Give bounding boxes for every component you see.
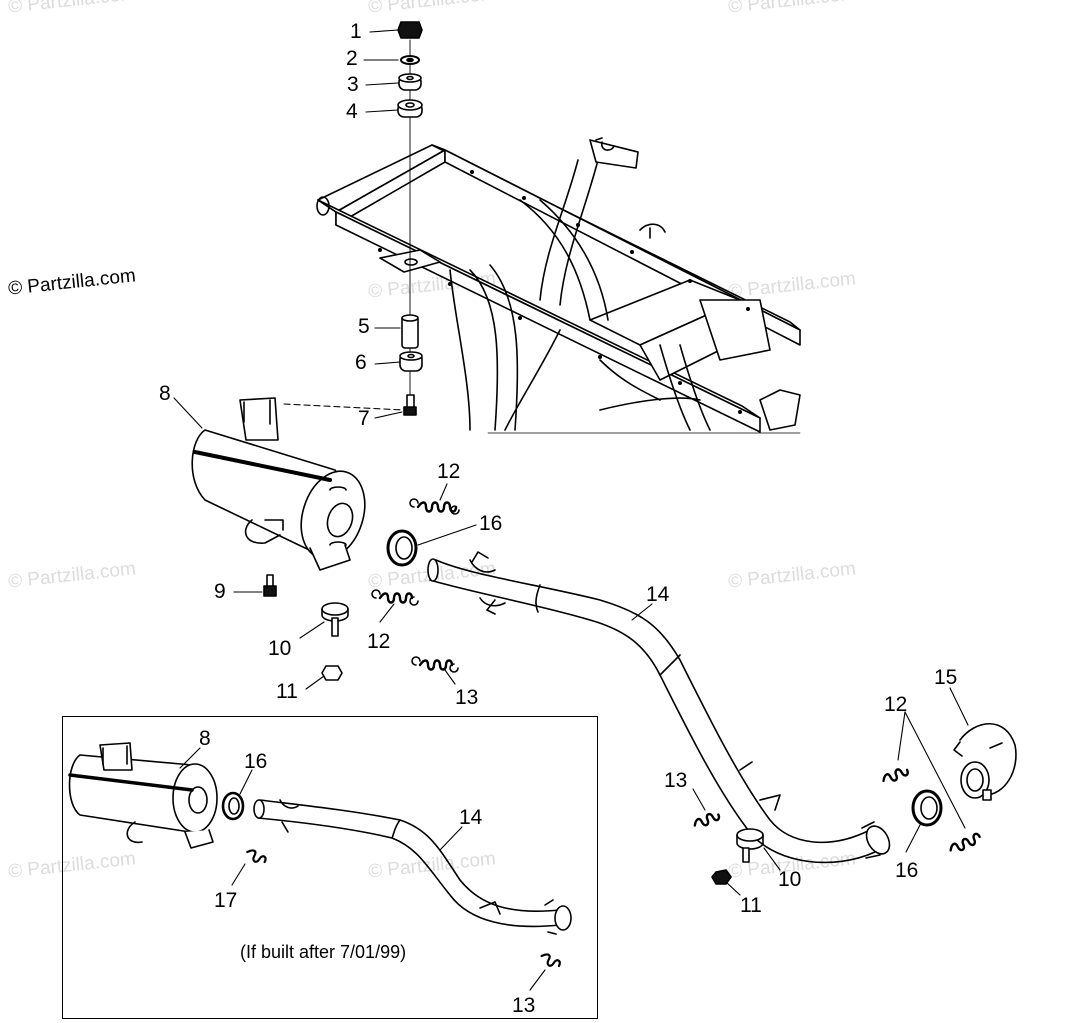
bolt-9-drawing bbox=[263, 574, 277, 597]
callout-11: 11 bbox=[276, 680, 298, 703]
callout-6: 6 bbox=[355, 351, 367, 374]
inset-callout-14: 14 bbox=[459, 806, 483, 829]
spring-12-a-drawing bbox=[409, 498, 460, 515]
callout-1: 1 bbox=[350, 20, 362, 43]
inset-box bbox=[62, 716, 598, 1019]
muffler-drawing bbox=[191, 397, 366, 571]
callout-4: 4 bbox=[346, 100, 358, 123]
callout-15: 15 bbox=[934, 666, 958, 689]
callout-12-c: 12 bbox=[884, 693, 908, 716]
nut-11-drawing bbox=[321, 665, 343, 681]
callout-9: 9 bbox=[214, 580, 226, 603]
callout-12-b: 12 bbox=[367, 630, 391, 653]
exhaust-tip-15-drawing bbox=[953, 722, 1017, 801]
gasket-16-b-drawing bbox=[911, 789, 943, 827]
nut-11-b-drawing bbox=[711, 869, 732, 885]
callout-3: 3 bbox=[347, 73, 359, 96]
leader-lines bbox=[173, 29, 969, 896]
callout-16-a: 16 bbox=[479, 512, 503, 535]
exhaust-pipe-14-drawing bbox=[427, 551, 891, 864]
callout-2: 2 bbox=[346, 47, 358, 70]
inset-callout-13: 13 bbox=[512, 994, 536, 1017]
rubber-mount-10-b-drawing bbox=[736, 828, 764, 863]
inset-callout-16: 16 bbox=[244, 750, 268, 773]
inset-callout-17: 17 bbox=[214, 889, 238, 912]
callout-16-b: 16 bbox=[895, 859, 919, 882]
callout-8: 8 bbox=[159, 382, 171, 405]
frame-drawing bbox=[316, 137, 801, 434]
spring-13-b-drawing bbox=[693, 812, 721, 827]
callout-7: 7 bbox=[358, 407, 370, 430]
callout-10-b: 10 bbox=[778, 868, 802, 891]
spring-12-b-drawing bbox=[371, 589, 419, 606]
callout-5: 5 bbox=[358, 315, 370, 338]
spring-13-a-drawing bbox=[411, 656, 459, 673]
rubber-mount-10-drawing bbox=[321, 602, 349, 637]
spring-12-c-drawing bbox=[882, 768, 909, 783]
callout-10: 10 bbox=[268, 637, 292, 660]
callout-11-b: 11 bbox=[740, 894, 762, 917]
inset-note: (If built after 7/01/99) bbox=[240, 942, 407, 962]
callout-14: 14 bbox=[646, 583, 670, 606]
callout-13-b: 13 bbox=[664, 769, 688, 792]
gasket-16-a-drawing bbox=[386, 529, 418, 567]
callout-13-a: 13 bbox=[455, 686, 479, 709]
inset-drawing bbox=[68, 742, 572, 991]
mount-hardware-stack bbox=[283, 21, 423, 416]
callout-12-a: 12 bbox=[437, 460, 461, 483]
inset-callout-8: 8 bbox=[199, 727, 211, 750]
spring-12-d-drawing bbox=[949, 832, 981, 852]
